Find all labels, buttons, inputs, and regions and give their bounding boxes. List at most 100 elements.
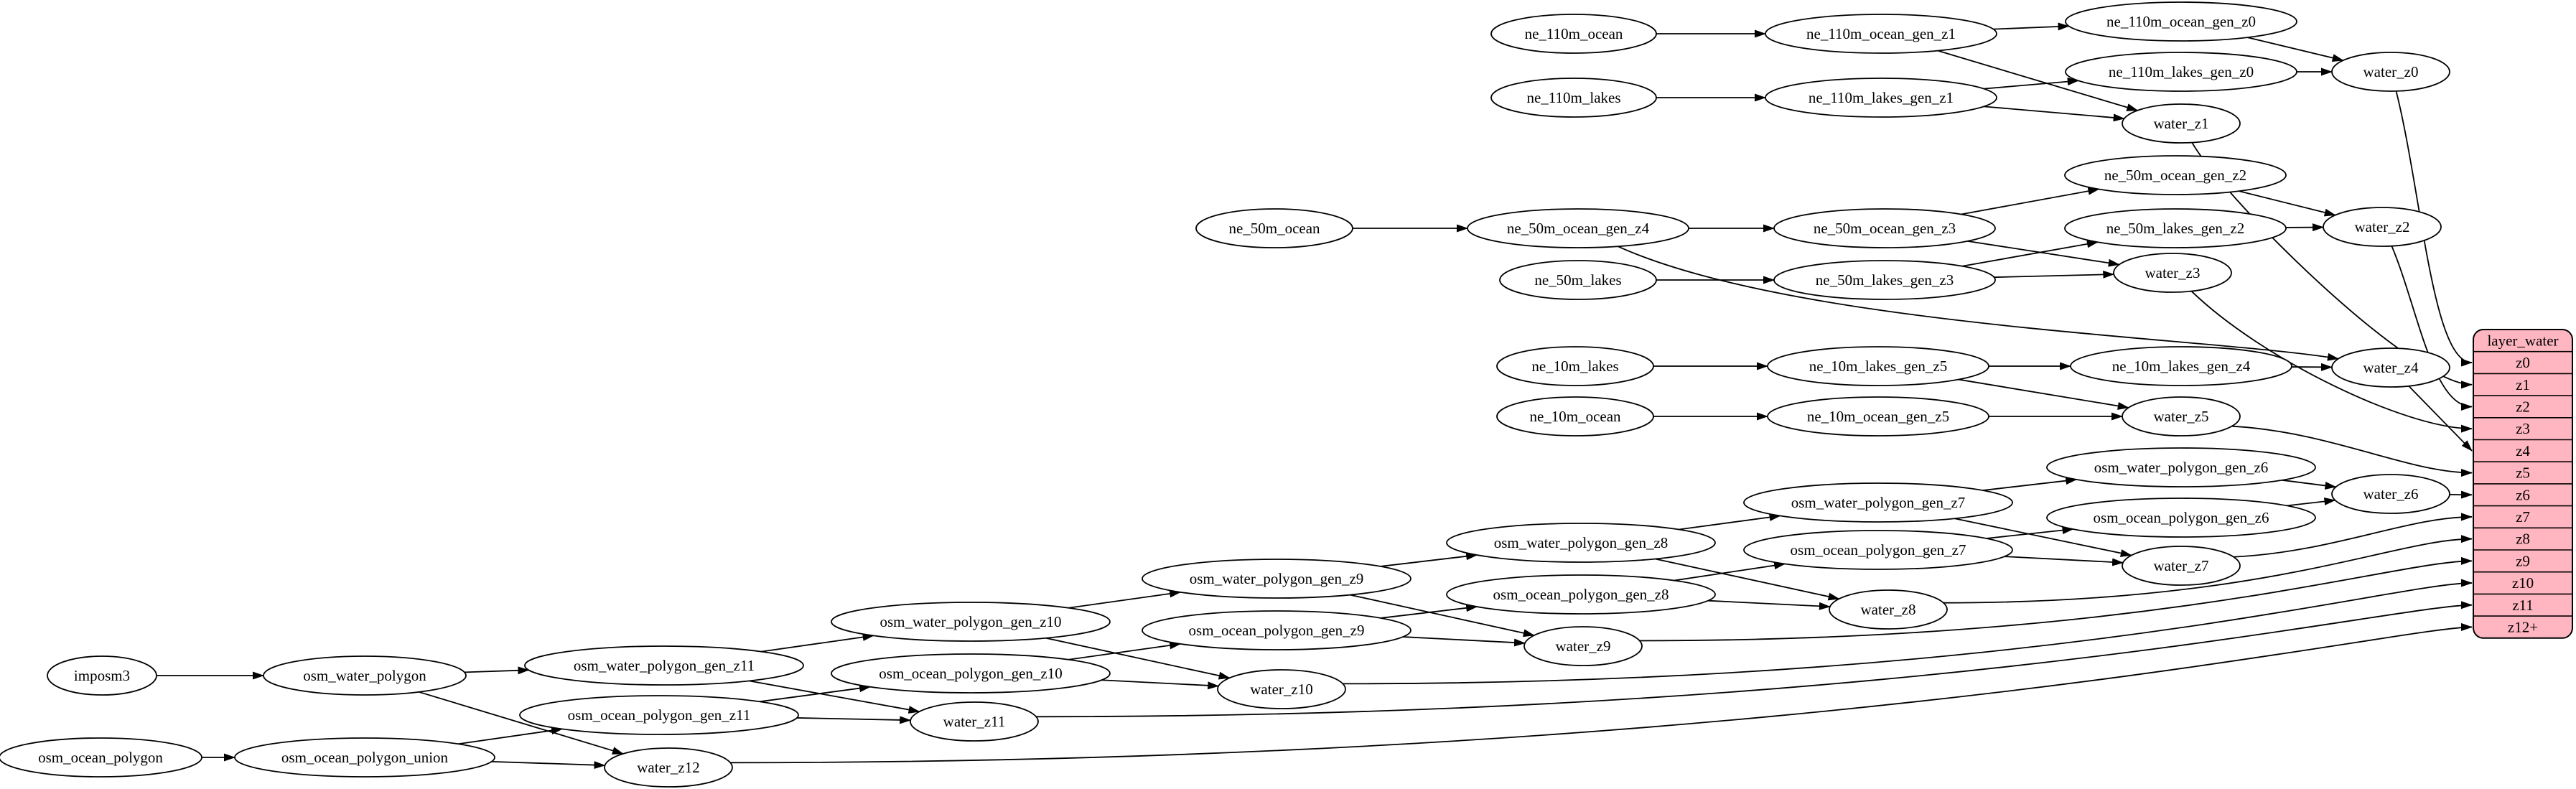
table-title: layer_water <box>2487 332 2558 349</box>
node-osm_water_polygon_gen_z10: osm_water_polygon_gen_z10 <box>831 602 1111 642</box>
node-ellipse-water_z7 <box>2122 546 2241 586</box>
node-label-ne_50m_lakes_gen_z2: ne_50m_lakes_gen_z2 <box>2106 220 2244 237</box>
node-ellipse-osm_ocean_polygon <box>0 737 202 778</box>
node-ellipse-water_z0 <box>2331 52 2450 92</box>
node-ne_10m_ocean: ne_10m_ocean <box>1496 396 1654 436</box>
node-label-ne_50m_lakes_gen_z3: ne_50m_lakes_gen_z3 <box>1816 271 1954 289</box>
node-osm_ocean_polygon_gen_z9: osm_ocean_polygon_gen_z9 <box>1142 610 1411 650</box>
node-ellipse-water_z4 <box>2331 347 2450 388</box>
edge-water_z2-to-layer_water-z2 <box>2391 246 2473 411</box>
node-label-osm_water_polygon_gen_z9: osm_water_polygon_gen_z9 <box>1190 570 1364 587</box>
node-ne_110m_lakes_gen_z0: ne_110m_lakes_gen_z0 <box>2065 52 2297 92</box>
node-ellipse-water_z5 <box>2122 396 2241 436</box>
node-label-water_z11: water_z11 <box>943 713 1006 730</box>
node-water_z7: water_z7 <box>2122 546 2241 586</box>
node-label-ne_110m_ocean_gen_z0: ne_110m_ocean_gen_z0 <box>2106 13 2256 30</box>
node-ne_50m_lakes_gen_z2: ne_50m_lakes_gen_z2 <box>2064 208 2287 248</box>
node-ellipse-osm_water_polygon_gen_z6 <box>2046 447 2316 487</box>
node-ellipse-ne_110m_ocean <box>1490 14 1657 54</box>
node-ne_50m_ocean_gen_z3: ne_50m_ocean_gen_z3 <box>1773 208 1996 248</box>
node-ne_110m_ocean_gen_z1: ne_110m_ocean_gen_z1 <box>1765 14 1997 54</box>
node-ellipse-osm_ocean_polygon_gen_z6 <box>2046 498 2316 538</box>
edge-osm_water_polygon-to-osm_water_polygon_gen_z11 <box>464 666 530 675</box>
edge-osm_ocean_polygon_gen_z11-to-osm_ocean_polygon_gen_z10 <box>759 684 872 703</box>
node-ne_110m_ocean: ne_110m_ocean <box>1490 14 1657 54</box>
edge-osm_ocean_polygon_gen_z10-to-osm_ocean_polygon_gen_z9 <box>1068 641 1182 660</box>
node-label-ne_110m_lakes_gen_z1: ne_110m_lakes_gen_z1 <box>1809 89 1954 106</box>
node-label-ne_10m_lakes: ne_10m_lakes <box>1531 358 1618 375</box>
node-ellipse-osm_water_polygon_gen_z7 <box>1743 482 2013 523</box>
edge-osm_ocean_polygon_gen_z11-to-water_z11 <box>796 716 912 724</box>
node-ellipse-osm_water_polygon_gen_z8 <box>1446 523 1716 563</box>
node-ellipse-osm_water_polygon_gen_z11 <box>524 645 804 686</box>
node-water_z2: water_z2 <box>2323 207 2442 247</box>
node-label-ne_10m_ocean: ne_10m_ocean <box>1529 408 1621 425</box>
node-osm_water_polygon_gen_z6: osm_water_polygon_gen_z6 <box>2046 447 2316 487</box>
edge-osm_ocean_polygon_gen_z10-to-water_z10 <box>1101 679 1220 690</box>
node-ellipse-ne_110m_lakes <box>1490 78 1657 118</box>
node-ellipse-ne_50m_ocean_gen_z2 <box>2064 155 2287 195</box>
node-label-water_z1: water_z1 <box>2154 115 2209 132</box>
edge-ne_110m_ocean_gen_z1-to-ne_110m_ocean_gen_z0 <box>1993 22 2070 31</box>
table-row-z5: z5 <box>2516 464 2530 482</box>
edge-osm_ocean_polygon_gen_z9-to-osm_ocean_polygon_gen_z8 <box>1380 604 1478 619</box>
node-label-ne_50m_ocean_gen_z4: ne_50m_ocean_gen_z4 <box>1507 220 1650 237</box>
node-label-ne_10m_lakes_gen_z4: ne_10m_lakes_gen_z4 <box>2112 358 2251 375</box>
node-ellipse-osm_water_polygon_gen_z10 <box>831 602 1111 642</box>
node-ellipse-ne_10m_ocean_gen_z5 <box>1767 396 1989 436</box>
node-ellipse-water_z1 <box>2122 103 2241 144</box>
node-ne_50m_lakes_gen_z3: ne_50m_lakes_gen_z3 <box>1773 260 1996 300</box>
node-label-osm_water_polygon_gen_z8: osm_water_polygon_gen_z8 <box>1494 534 1669 551</box>
edge-osm_water_polygon_gen_z9-to-water_z9 <box>1350 594 1535 638</box>
node-label-water_z6: water_z6 <box>2363 485 2419 503</box>
node-water_z12: water_z12 <box>604 747 733 788</box>
node-osm_water_polygon_gen_z8: osm_water_polygon_gen_z8 <box>1446 523 1716 563</box>
node-osm_ocean_polygon_union: osm_ocean_polygon_union <box>234 737 495 778</box>
node-ellipse-imposm3 <box>47 655 157 696</box>
node-ne_10m_ocean_gen_z5: ne_10m_ocean_gen_z5 <box>1767 396 1989 436</box>
edge-ne_50m_ocean_gen_z3-to-water_z3 <box>1967 240 2120 267</box>
edge-osm_water_polygon_gen_z8-to-osm_water_polygon_gen_z7 <box>1679 513 1781 531</box>
node-ellipse-osm_ocean_polygon_gen_z7 <box>1743 530 2013 570</box>
node-ellipse-water_z9 <box>1523 626 1643 666</box>
node-label-ne_10m_lakes_gen_z5: ne_10m_lakes_gen_z5 <box>1809 358 1947 375</box>
edge-osm_water_polygon_gen_z9-to-osm_water_polygon_gen_z8 <box>1380 552 1478 567</box>
node-ellipse-osm_ocean_polygon_gen_z11 <box>519 695 799 735</box>
node-water_z6: water_z6 <box>2331 474 2450 514</box>
node-ellipse-water_z3 <box>2113 253 2232 293</box>
node-ellipse-osm_water_polygon <box>263 655 467 696</box>
node-label-water_z8: water_z8 <box>1861 601 1916 618</box>
table-row-z7: z7 <box>2516 508 2530 526</box>
edge-osm_ocean_polygon_union-to-water_z12 <box>491 760 606 770</box>
node-ellipse-ne_50m_lakes_gen_z3 <box>1773 260 1996 300</box>
edge-ne_50m_ocean_gen_z4-to-water_z4 <box>1618 246 2339 361</box>
table-row-z6: z6 <box>2516 486 2530 503</box>
node-label-osm_ocean_polygon_union: osm_ocean_polygon_union <box>281 749 449 766</box>
edge-ne_10m_lakes_gen_z5-to-water_z5 <box>1958 378 2129 410</box>
node-ellipse-ne_50m_ocean_gen_z4 <box>1467 208 1689 248</box>
edge-osm_ocean_polygon_gen_z7-to-water_z7 <box>2004 556 2124 566</box>
node-label-water_z9: water_z9 <box>1556 638 1611 655</box>
table-row-z1: z1 <box>2516 376 2530 393</box>
node-label-ne_50m_ocean: ne_50m_ocean <box>1228 220 1320 237</box>
node-label-osm_ocean_polygon_gen_z11: osm_ocean_polygon_gen_z11 <box>568 706 751 724</box>
node-label-ne_50m_ocean_gen_z3: ne_50m_ocean_gen_z3 <box>1814 220 1956 237</box>
node-ellipse-water_z11 <box>910 701 1039 742</box>
node-water_z5: water_z5 <box>2122 396 2241 436</box>
node-label-ne_110m_lakes: ne_110m_lakes <box>1526 89 1620 106</box>
node-ellipse-ne_50m_ocean <box>1195 208 1353 248</box>
edge-osm_ocean_polygon_gen_z8-to-osm_ocean_polygon_gen_z7 <box>1674 561 1786 582</box>
node-ellipse-ne_110m_ocean_gen_z0 <box>2065 1 2297 42</box>
node-label-osm_water_polygon_gen_z11: osm_water_polygon_gen_z11 <box>574 657 755 674</box>
node-label-osm_water_polygon: osm_water_polygon <box>303 667 426 684</box>
node-ellipse-osm_ocean_polygon_gen_z8 <box>1446 574 1716 615</box>
node-label-ne_50m_lakes: ne_50m_lakes <box>1534 271 1621 289</box>
node-osm_ocean_polygon: osm_ocean_polygon <box>0 737 202 778</box>
node-ellipse-ne_50m_lakes_gen_z2 <box>2064 208 2287 248</box>
node-ne_10m_lakes_gen_z5: ne_10m_lakes_gen_z5 <box>1767 346 1989 386</box>
node-ellipse-water_z12 <box>604 747 733 788</box>
node-water_z3: water_z3 <box>2113 253 2232 293</box>
node-label-water_z10: water_z10 <box>1250 681 1312 698</box>
edge-water_z4-to-layer_water-z4 <box>2408 386 2473 452</box>
node-ne_10m_lakes: ne_10m_lakes <box>1496 346 1654 386</box>
